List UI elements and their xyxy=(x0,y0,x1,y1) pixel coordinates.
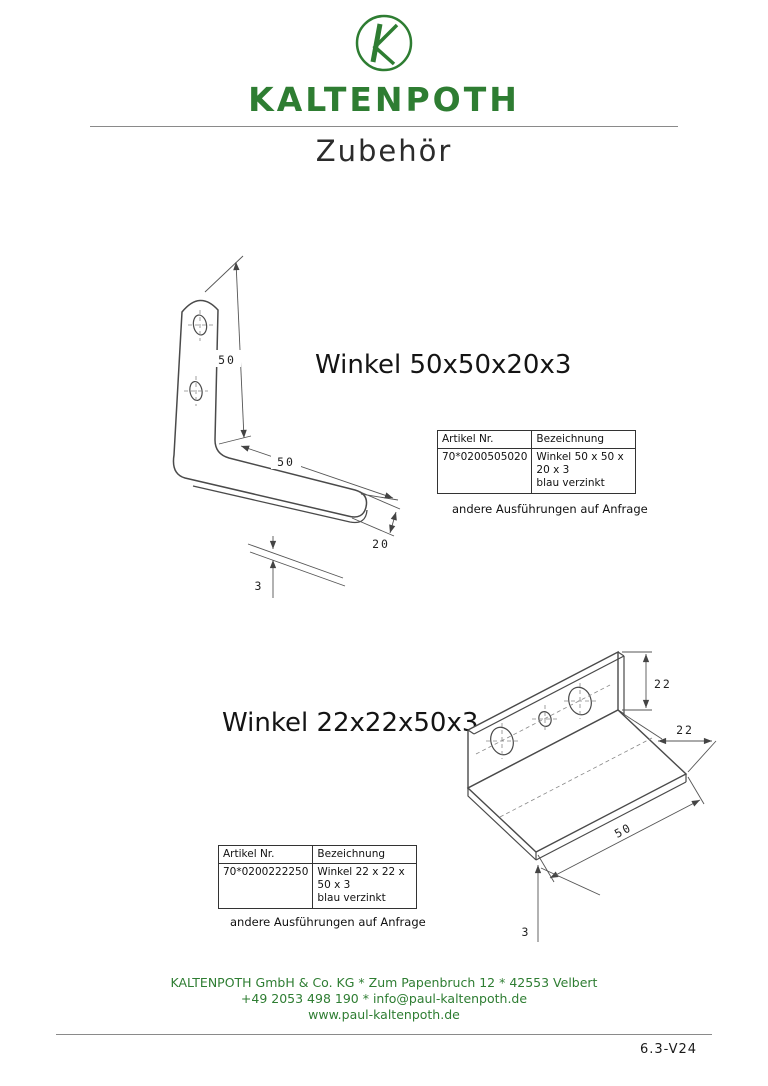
bezeichnung-line2: blau verzinkt xyxy=(317,892,386,905)
dimension-leg1 xyxy=(622,651,652,711)
bezeichnung-line1: Winkel 50 x 50 x 20 x 3 xyxy=(536,451,624,477)
table-header-bezeichnung: Bezeichnung xyxy=(312,844,418,865)
header-divider xyxy=(90,126,678,127)
product-title-winkel-50x50x20x3: Winkel 50x50x20x3 xyxy=(315,350,572,380)
dim-label-length: 50 xyxy=(612,820,634,841)
article-table-1: Artikel Nr. Bezeichnung 70*0200505020 Wi… xyxy=(436,429,637,494)
bezeichnung-cell: Winkel 22 x 22 x 50 x 3 blau verzinkt xyxy=(312,863,418,909)
thickness-edge xyxy=(192,485,368,524)
footer-website: www.paul-kaltenpoth.de xyxy=(308,1007,460,1022)
bezeichnung-line2: blau verzinkt xyxy=(536,477,605,490)
bezeichnung-line1: Winkel 22 x 22 x 50 x 3 xyxy=(317,866,405,892)
table-row: 70*0200222250 Winkel 22 x 22 x 50 x 3 bl… xyxy=(217,863,418,909)
artikel-nr-cell: 70*0200505020 xyxy=(436,448,533,494)
footer-divider xyxy=(56,1034,712,1035)
dimension-length xyxy=(537,776,705,883)
table-header-artikel: Artikel Nr. xyxy=(217,844,314,865)
document-version: 6.3-V24 xyxy=(640,1042,698,1057)
table-header-artikel: Artikel Nr. xyxy=(436,429,533,450)
dim-label-thickness: 3 xyxy=(522,925,531,939)
article-table-2: Artikel Nr. Bezeichnung 70*0200222250 Wi… xyxy=(217,844,418,909)
dim-label-width: 20 xyxy=(372,537,390,551)
dimension-thickness xyxy=(534,865,601,942)
table-row: 70*0200505020 Winkel 50 x 50 x 20 x 3 bl… xyxy=(436,448,637,494)
dim-label-thickness: 3 xyxy=(255,579,264,593)
technical-drawing-winkel-50x50x20x3: 50 50 20 3 xyxy=(155,248,405,612)
brand-name: KALTENPOTH xyxy=(248,80,520,119)
dim-label-length: 50 xyxy=(277,455,295,469)
artikel-nr-cell: 70*0200222250 xyxy=(217,863,314,909)
footer-contact: +49 2053 498 190 * info@paul-kaltenpoth.… xyxy=(240,991,528,1006)
dim-label-height: 50 xyxy=(218,353,236,367)
dim-label-leg1: 22 xyxy=(654,677,672,691)
page-title: Zubehör xyxy=(315,134,453,168)
dim-label-leg2: 22 xyxy=(676,723,694,737)
note-other-versions-1: andere Ausführungen auf Anfrage xyxy=(452,502,648,516)
hole-centerlines xyxy=(475,683,653,818)
kaltenpoth-logo-icon xyxy=(346,12,422,80)
dimension-leg2 xyxy=(621,712,717,773)
product-title-winkel-22x22x50x3: Winkel 22x22x50x3 xyxy=(222,708,479,738)
footer-address: KALTENPOTH GmbH & Co. KG * Zum Papenbruc… xyxy=(170,975,598,990)
dimension-length xyxy=(240,445,399,501)
dimension-thickness xyxy=(247,536,346,598)
hole-centerlines xyxy=(184,310,213,406)
note-other-versions-2: andere Ausführungen auf Anfrage xyxy=(230,915,426,929)
table-header-bezeichnung: Bezeichnung xyxy=(531,429,637,450)
technical-drawing-winkel-22x22x50x3: 22 22 50 3 xyxy=(440,612,750,976)
dimension-width xyxy=(351,490,401,537)
bezeichnung-cell: Winkel 50 x 50 x 20 x 3 blau verzinkt xyxy=(531,448,637,494)
